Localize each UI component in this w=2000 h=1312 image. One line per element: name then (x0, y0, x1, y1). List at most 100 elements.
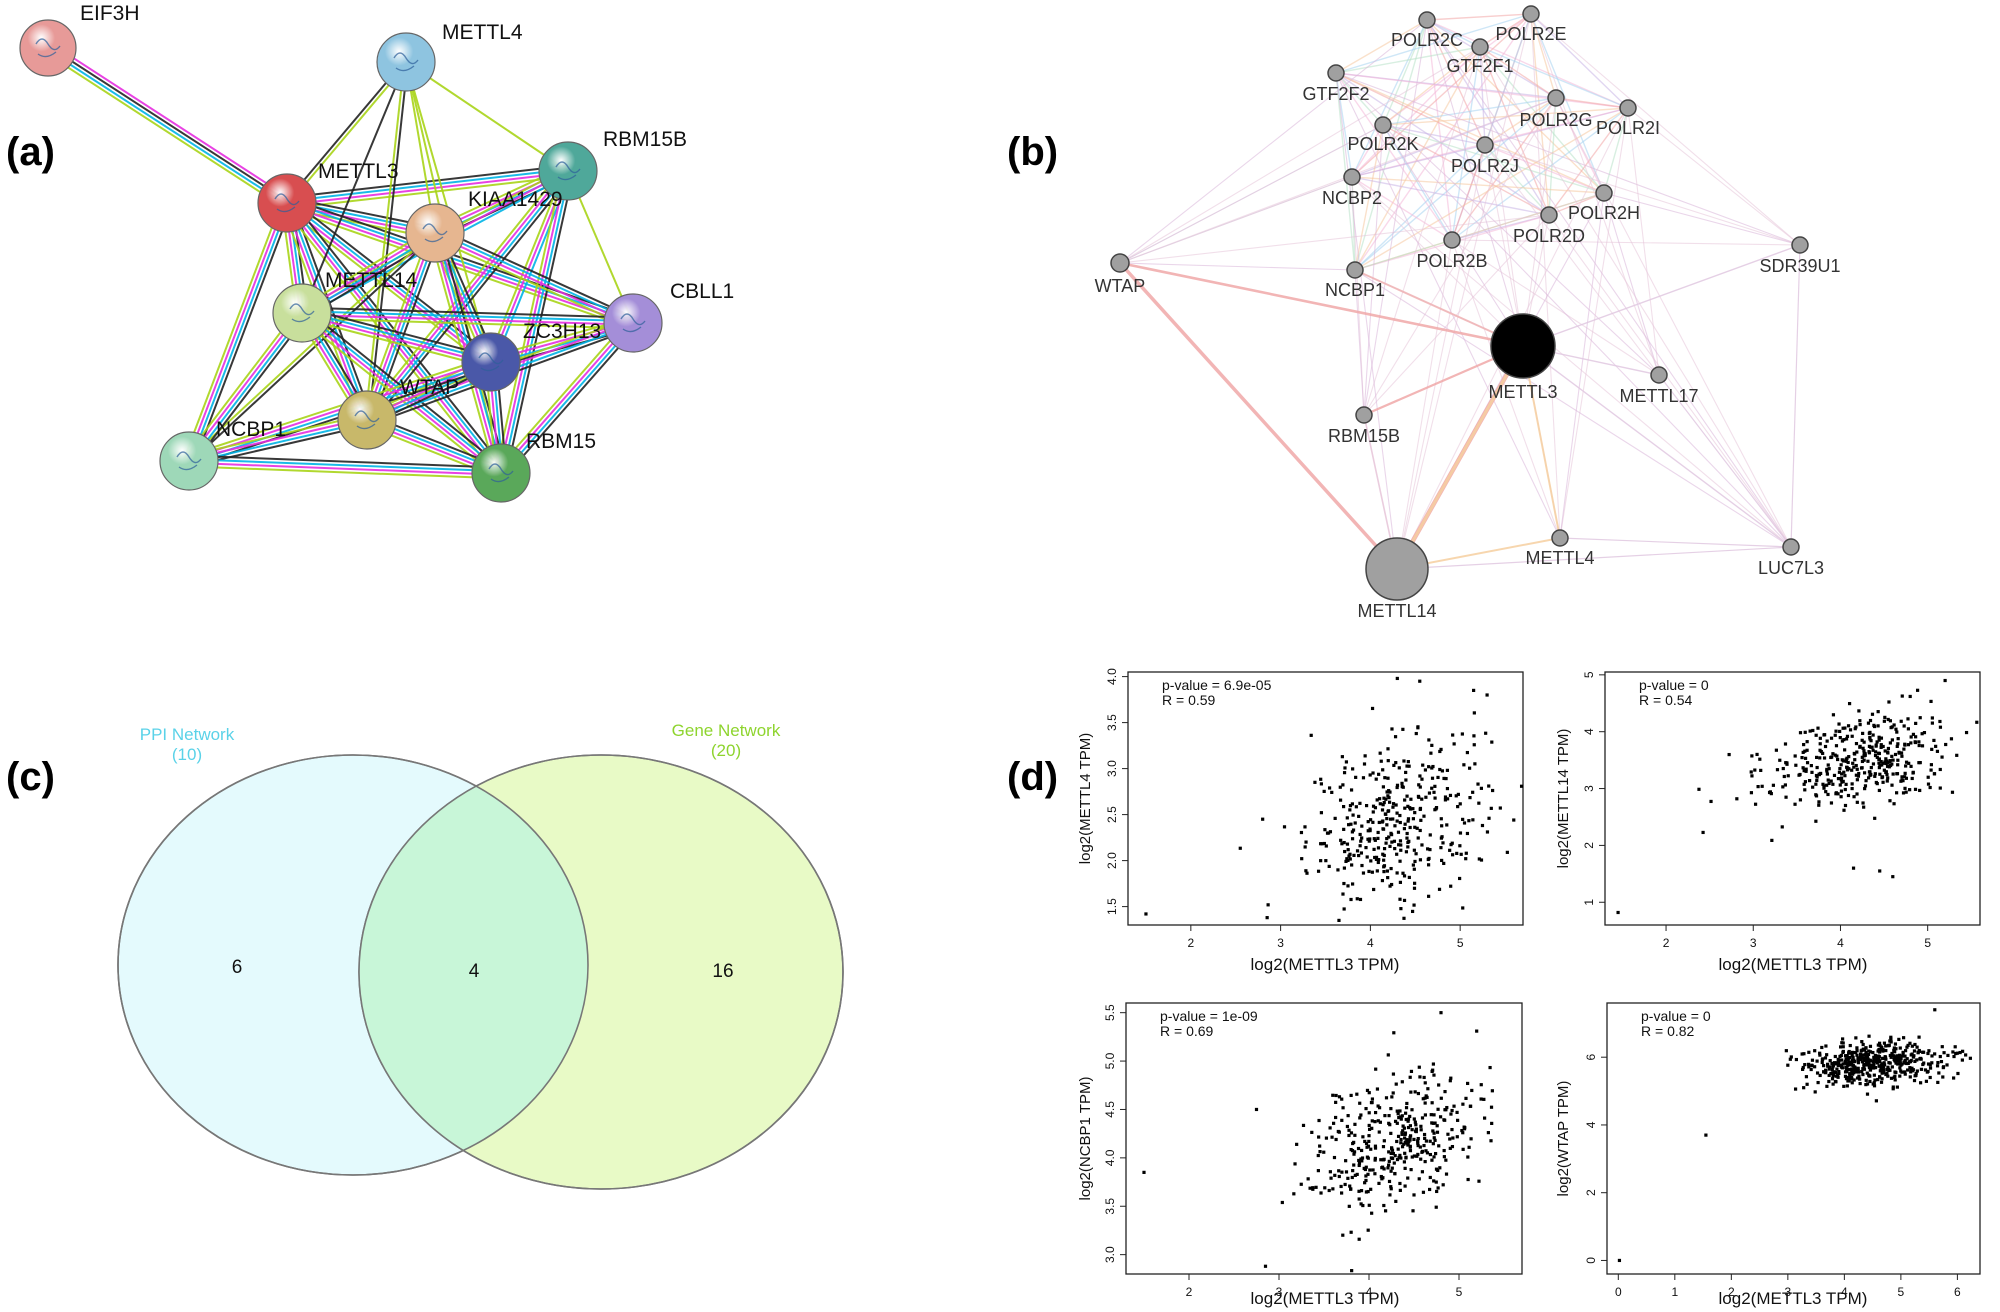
ppi-edge-strand (504, 325, 638, 478)
scatter-point (1964, 730, 1969, 735)
scatter-point (1913, 740, 1917, 744)
scatter-point (1802, 1052, 1806, 1056)
scatter-point (1858, 1081, 1862, 1086)
scatter-point (1412, 848, 1416, 852)
scatter-point (1364, 1165, 1368, 1169)
scatter-point (1464, 1096, 1468, 1100)
scatter-point (1823, 744, 1828, 749)
gene-node-circle (1619, 99, 1637, 117)
scatter-point (1837, 722, 1841, 726)
y-tick-label: 1.5 (1105, 898, 1119, 915)
gene-edge (1354, 239, 1453, 271)
scatter-point (1368, 773, 1372, 777)
scatter-point (1365, 1155, 1369, 1159)
scatter-point (1821, 1057, 1825, 1061)
scatter-point (1319, 859, 1323, 863)
scatter-point (1336, 868, 1340, 872)
scatter-point (1337, 1169, 1341, 1173)
scatter-point (1891, 772, 1895, 776)
scatter-point (1918, 716, 1922, 720)
scatter-point (1914, 1071, 1918, 1076)
y-tick-label: 3 (1582, 785, 1596, 792)
scatter-point (1299, 1182, 1303, 1186)
scatter-point (1480, 823, 1485, 828)
scatter-point (1836, 792, 1840, 796)
scatter-point (1355, 897, 1359, 901)
scatter-point (1919, 1057, 1923, 1061)
scatter-point (1424, 1094, 1428, 1098)
ppi-node-label: EIF3H (80, 2, 140, 25)
scatter-point (1360, 836, 1364, 840)
scatter-point (1377, 820, 1381, 825)
scatter-point (1884, 1044, 1888, 1048)
scatter-point (1863, 787, 1867, 791)
scatter-point (1846, 724, 1851, 728)
scatter-point (1815, 1071, 1820, 1075)
ppi-edge-mettl3-mettl4 (284, 60, 409, 205)
scatter-point (1806, 1062, 1811, 1066)
scatter-point (1374, 857, 1379, 861)
scatter-point (1344, 859, 1348, 864)
scatter-point (1417, 1177, 1421, 1181)
ppi-edge-strand (189, 233, 437, 464)
scatter-point (1411, 863, 1415, 867)
scatter-point (1364, 803, 1369, 808)
scatter-point (1909, 1070, 1913, 1074)
scatter-point (1349, 1230, 1353, 1234)
scatter-point (1880, 1046, 1884, 1050)
scatter-point (1855, 767, 1859, 771)
scatter-point (1369, 859, 1373, 863)
scatter-point (1850, 734, 1854, 738)
scatter-point (1815, 1059, 1819, 1063)
scatter-point (1381, 827, 1385, 831)
scatter-point (1413, 881, 1417, 885)
gene-edge (1451, 239, 1801, 246)
scatter-point (1862, 740, 1866, 744)
scatter-point (1342, 881, 1346, 886)
scatter-point (1428, 1187, 1432, 1192)
scatter-point (1881, 780, 1885, 784)
scatter-point (1416, 1091, 1421, 1096)
scatter-point (1438, 1115, 1443, 1119)
scatter-point (1911, 770, 1915, 774)
gene-edge (1363, 97, 1557, 416)
scatter-point (1386, 1053, 1390, 1057)
ppi-edge-strand (435, 230, 635, 323)
scatter-point (1914, 735, 1918, 739)
scatter-point (1445, 823, 1449, 827)
scatter-point (1352, 1140, 1356, 1144)
scatter-point (1831, 752, 1835, 756)
gene-edge (1548, 214, 1792, 548)
x-tick-label: 2 (1728, 1285, 1735, 1299)
scatter-point (1382, 800, 1386, 805)
scatter-point (1879, 736, 1884, 740)
ppi-edge-strand (287, 62, 409, 205)
ppi-edge-strand (287, 200, 634, 323)
scatter-point (1311, 1186, 1315, 1190)
gene-node-circle (1522, 5, 1540, 23)
scatter-point (1410, 1108, 1414, 1112)
scatter-point (1399, 1141, 1403, 1145)
scatter-point (1861, 801, 1865, 805)
scatter-point (1388, 790, 1392, 794)
scatter-point (1405, 836, 1409, 840)
scatter-point (1900, 1062, 1904, 1066)
scatter-point (1427, 894, 1431, 898)
plot-annotation: R = 0.54 (1639, 692, 1693, 708)
scatter-point (1472, 711, 1476, 715)
scatter-point (1423, 1136, 1427, 1141)
gene-edge (1426, 13, 1532, 21)
scatter-point (1856, 1058, 1860, 1062)
scatter-point (1813, 1049, 1817, 1053)
scatter-point (1357, 814, 1361, 818)
scatter-point (1403, 1131, 1408, 1135)
scatter-point (1905, 1045, 1909, 1049)
scatter-point (1448, 1079, 1452, 1083)
scatter-point (1813, 1090, 1817, 1094)
scatter-point (1899, 751, 1904, 755)
scatter-point (1348, 804, 1353, 808)
scatter-point (1881, 1049, 1885, 1053)
scatter-point (1837, 1061, 1841, 1065)
scatter-point (1339, 1184, 1343, 1189)
